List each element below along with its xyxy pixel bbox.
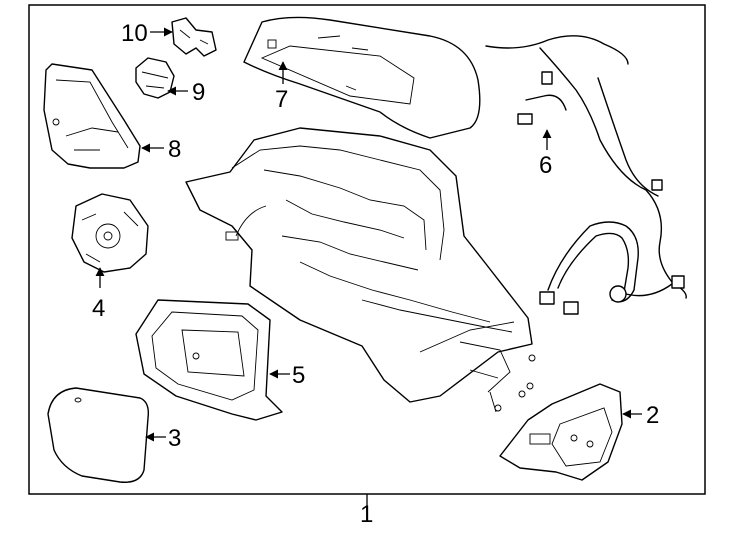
part-2-actuator-block bbox=[499, 383, 623, 481]
part-10-clip bbox=[171, 17, 217, 57]
callout-10: 10 bbox=[121, 20, 148, 47]
callout-5: 5 bbox=[292, 362, 305, 389]
part-1-main-assembly bbox=[185, 127, 536, 413]
part-6-wire-harness bbox=[485, 35, 687, 315]
callout-7: 7 bbox=[275, 86, 288, 113]
part-9-actuator bbox=[135, 57, 175, 99]
callout-2: 2 bbox=[646, 402, 659, 429]
callout-1: 1 bbox=[360, 501, 373, 528]
part-5-glass-frame bbox=[135, 299, 283, 421]
callout-8: 8 bbox=[168, 136, 181, 163]
callout-labels: 1 2 3 4 5 6 7 8 9 10 bbox=[92, 20, 659, 528]
callout-4: 4 bbox=[92, 295, 105, 322]
part-7-mirror-cover bbox=[243, 16, 481, 139]
part-8-housing bbox=[43, 63, 141, 169]
callout-3: 3 bbox=[168, 425, 181, 452]
callout-6: 6 bbox=[539, 152, 552, 179]
part-4-motor bbox=[71, 193, 149, 273]
callout-9: 9 bbox=[192, 79, 205, 106]
part-3-mirror-glass bbox=[47, 387, 150, 483]
callout-leaders bbox=[95, 27, 642, 506]
